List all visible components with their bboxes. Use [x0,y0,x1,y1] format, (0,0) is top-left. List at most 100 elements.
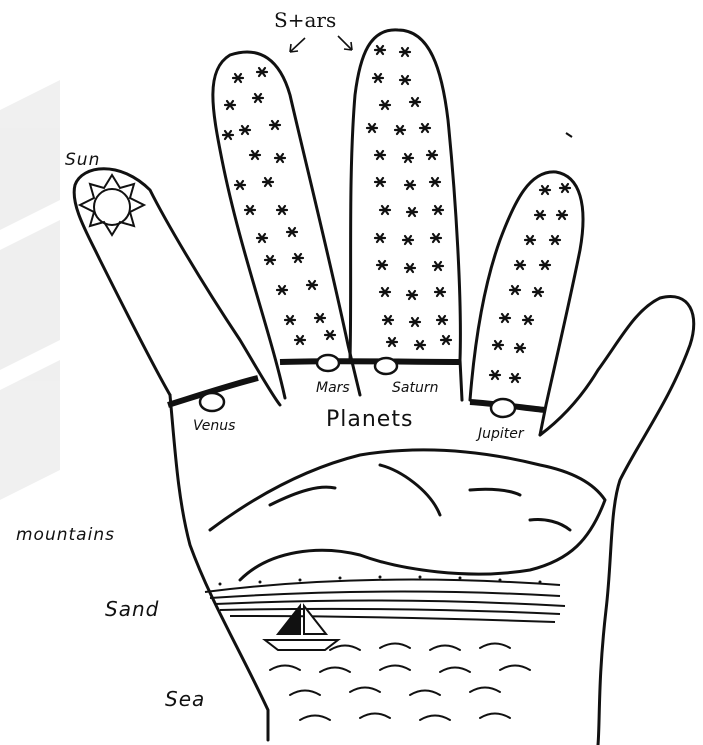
star-mark [270,121,280,129]
star-mark [295,336,305,344]
star-mark [405,264,415,272]
star-mark [405,181,415,189]
star-mark [435,288,445,296]
star-mark [441,336,451,344]
ring-mars-saturn [280,361,460,362]
star-mark [523,316,533,324]
sun-label: Sun [65,150,100,170]
sea-label: Sea [165,687,205,711]
star-mark [383,316,393,324]
star-mark [257,68,267,76]
star-mark [400,76,410,84]
star-mark [407,208,417,216]
star-mark [420,124,430,132]
star-mark [557,211,567,219]
star-mark [510,286,520,294]
star-mark [277,206,287,214]
star-mark [560,184,570,192]
mountain-ridge-2 [380,465,440,515]
star-mark [403,236,413,244]
star-mark [493,341,503,349]
star-mark [400,48,410,56]
background-shading [0,80,60,500]
star-mark [375,46,385,54]
star-mark [235,181,245,189]
palm-right-edge [540,296,694,745]
star-mark [240,126,250,134]
star-mark [225,101,235,109]
stray-mark [566,133,572,137]
star-mark [373,74,383,82]
star-field [223,46,570,382]
star-mark [410,98,420,106]
star-mark [403,154,413,162]
mountains-outline [210,450,605,580]
star-mark [540,186,550,194]
star-mark [490,371,500,379]
star-mark [431,234,441,242]
star-mark [535,211,545,219]
star-mark [263,178,273,186]
star-mark [410,318,420,326]
star-mark [233,74,243,82]
star-mark [380,206,390,214]
finger-jupiter [470,172,583,435]
star-mark [277,286,287,294]
star-mark [285,316,295,324]
star-mark [395,126,405,134]
stars-label: S+ars [274,8,336,32]
mountain-ridge-4 [530,519,570,530]
planets-label: Planets [326,407,413,432]
star-mark [515,261,525,269]
sailboat [265,606,338,650]
star-mark [380,101,390,109]
sand-label: Sand [105,597,159,621]
star-mark [325,331,335,339]
star-mark [257,234,267,242]
star-mark [265,256,275,264]
gem-jupiter [491,399,515,417]
star-mark [510,374,520,382]
finger-saturn [350,30,462,400]
star-mark [550,236,560,244]
star-mark [387,338,397,346]
venus-label: Venus [193,418,235,434]
sand-lines [205,580,565,622]
star-mark [500,314,510,322]
sun-drawing [80,175,144,235]
star-mark [533,288,543,296]
star-mark [375,151,385,159]
star-mark [427,151,437,159]
gem-mars [317,355,339,371]
star-mark [293,254,303,262]
star-mark [253,94,263,102]
stars-arrows [290,36,352,52]
star-mark [315,314,325,322]
star-mark [415,341,425,349]
mountain-ridge-3 [470,489,520,495]
star-mark [367,124,377,132]
gem-saturn [375,358,397,374]
star-mark [250,151,260,159]
star-mark [407,291,417,299]
star-mark [245,206,255,214]
star-mark [430,178,440,186]
star-mark [375,178,385,186]
finger-sun [74,169,280,405]
jupiter-label: Jupiter [478,426,524,442]
star-mark [223,131,233,139]
mountains-label: mountains [16,525,115,545]
star-mark [525,236,535,244]
star-mark [437,316,447,324]
star-mark [375,234,385,242]
star-mark [433,262,443,270]
saturn-label: Saturn [392,380,438,396]
mountain-ridge-1 [270,487,335,505]
star-mark [287,228,297,236]
star-mark [540,261,550,269]
star-mark [275,154,285,162]
star-mark [515,344,525,352]
star-mark [377,261,387,269]
star-mark [307,281,317,289]
